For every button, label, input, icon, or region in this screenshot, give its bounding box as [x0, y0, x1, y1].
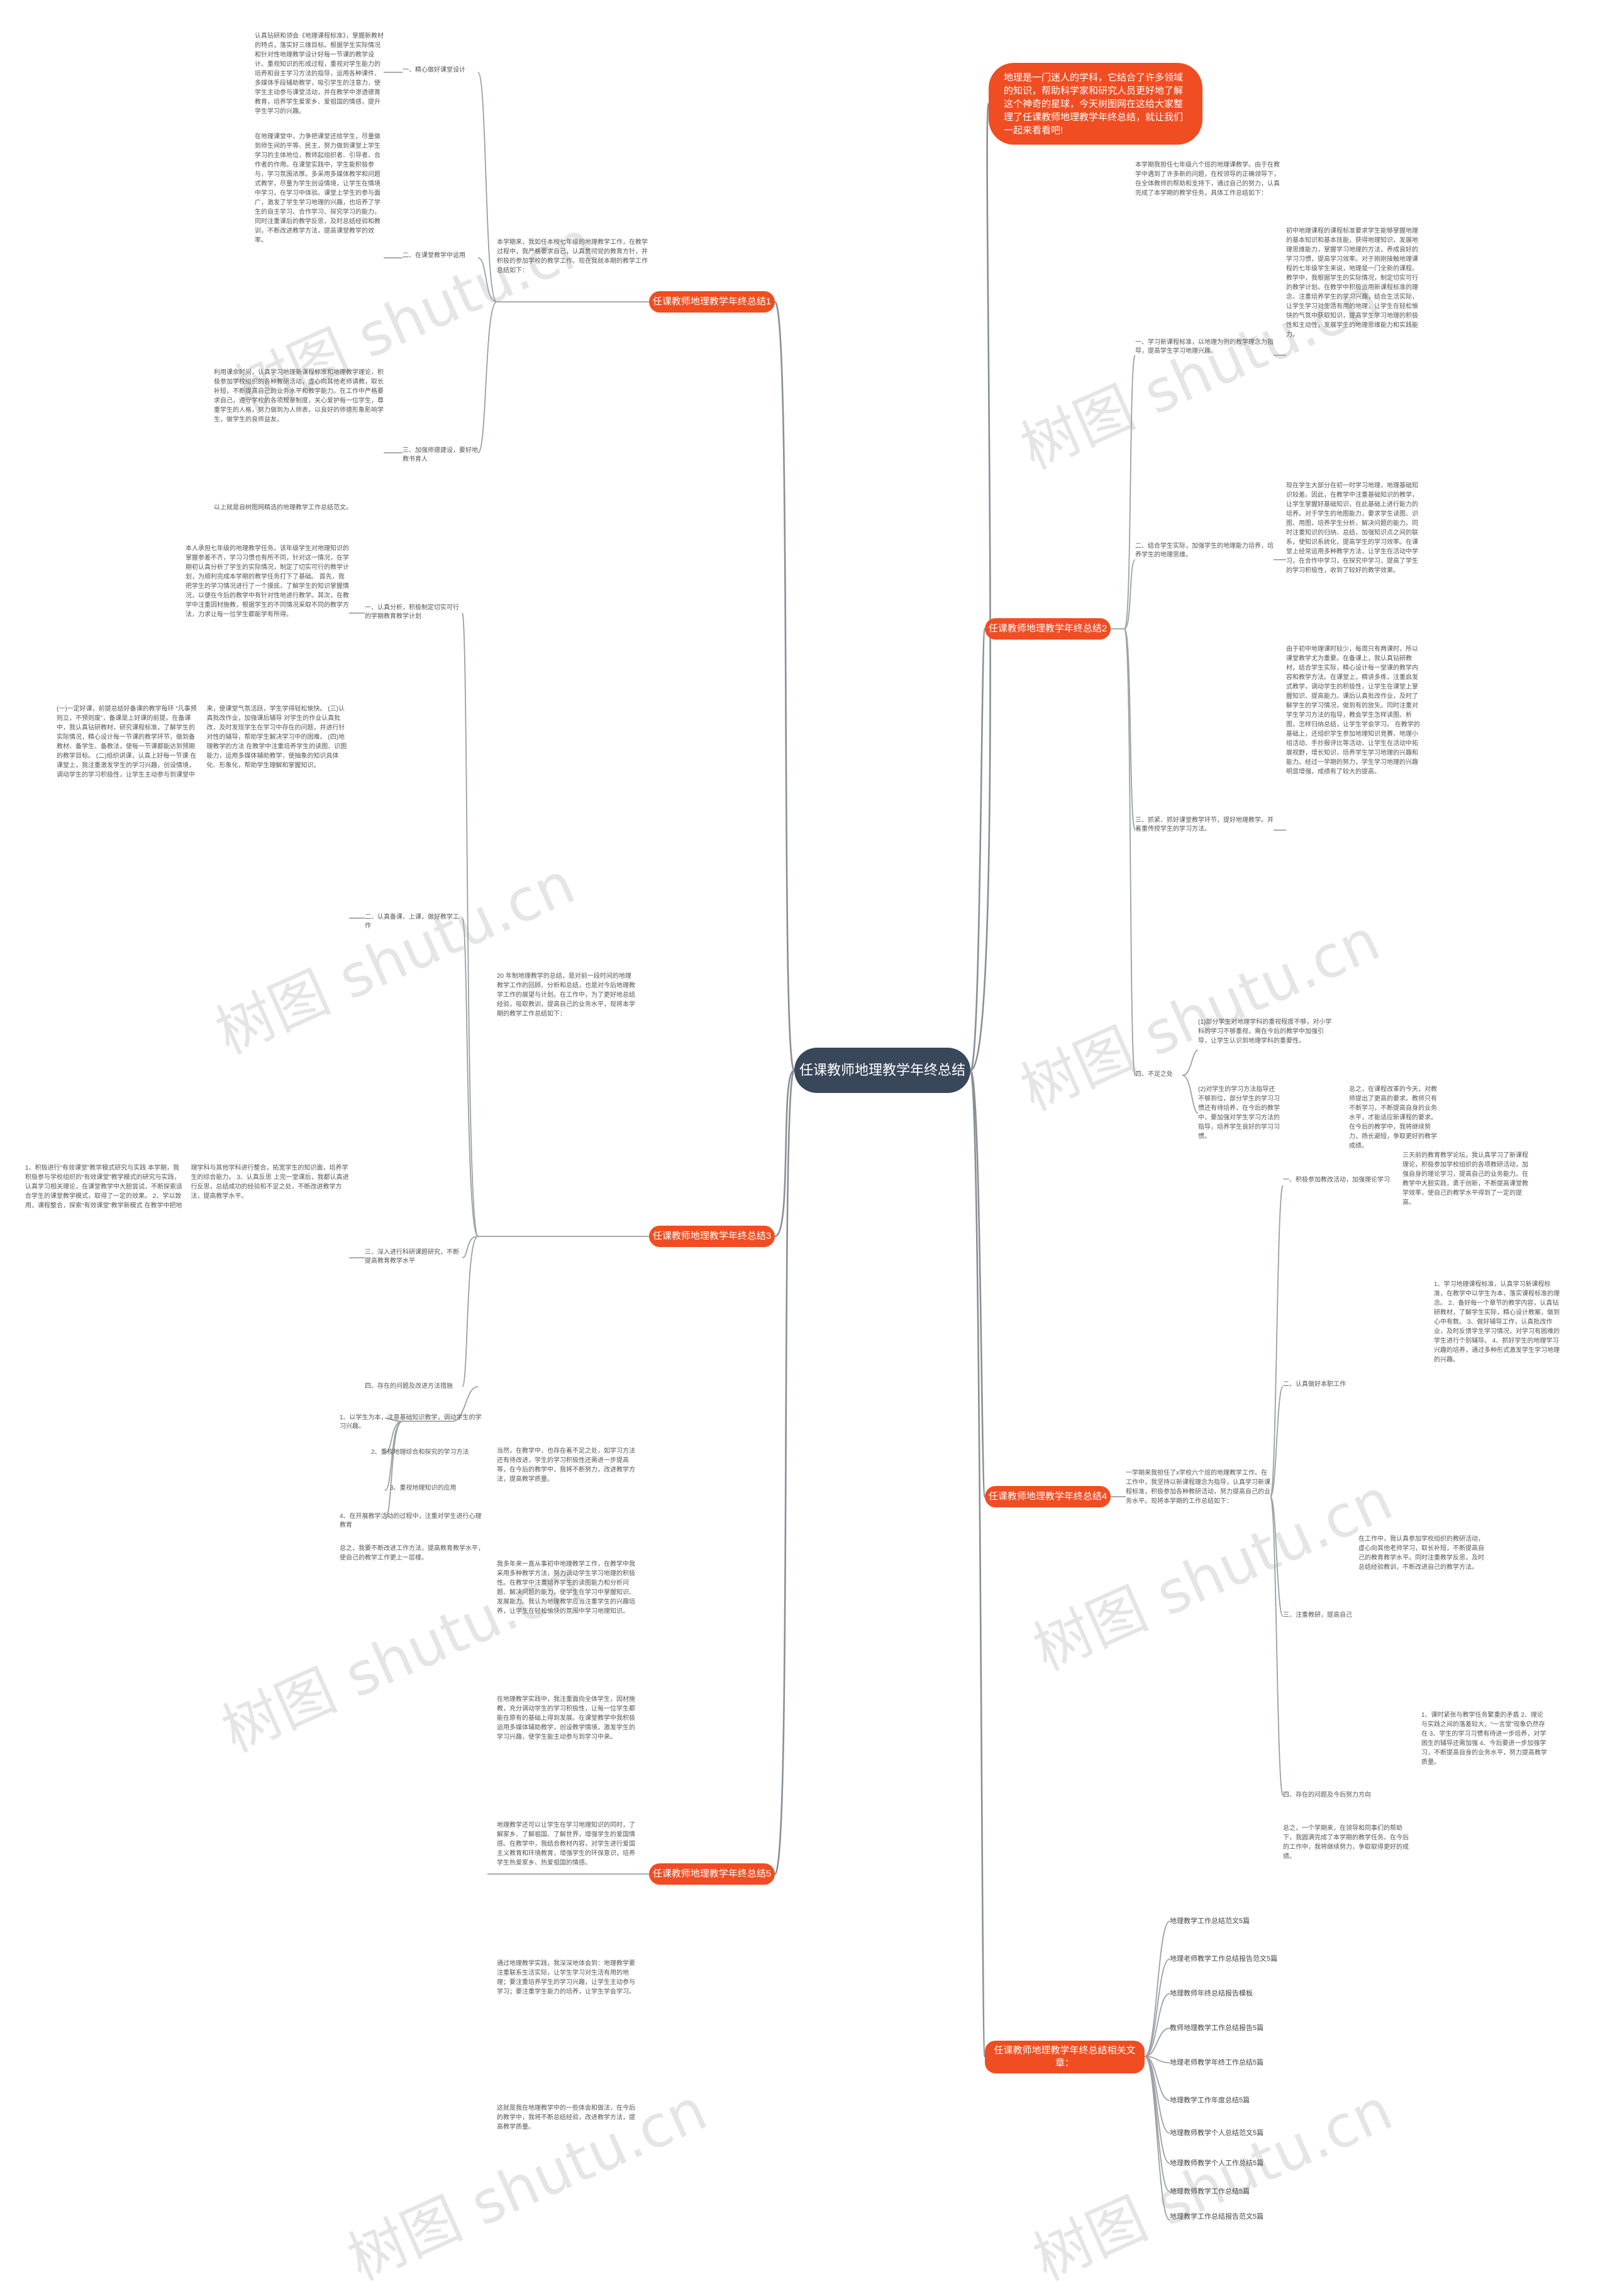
- intro-node[interactable]: 地理是一门迷人的学科，它结合了许多领域的知识，帮助科学家和研究人员更好地了解这个…: [989, 63, 1202, 145]
- root-title: 任课教师地理教学年终总结: [799, 1062, 965, 1078]
- b1-item-label: 一、精心做好课堂设计: [402, 67, 465, 74]
- b2-item-label: 二、结合学生实际，加强学生的地理能力培养，培养学生的地理思维。: [1135, 543, 1274, 558]
- b2-shortage-label: 四、不足之处: [1135, 1071, 1173, 1078]
- b3-item-label: 三、深入进行科研课题研究，不断提高教育教学水平: [365, 1249, 459, 1265]
- b3-tail-summary: 总之，我要不断改进工作方法，提高教育教学水平，使自己的教学工作更上一层楼。: [340, 1545, 484, 1561]
- related-article-link[interactable]: 地理教师教学工作总结5篇: [1170, 2188, 1250, 2195]
- related-article-link[interactable]: 地理老师教学工作总结报告范文5篇: [1170, 1955, 1278, 1963]
- b5-paragraph: 通过地理教学实践，我深深地体会到：地理教学要注重联系生活实际，让学生学习对生活有…: [497, 1960, 635, 1995]
- b5-paragraph: 在地理教学实践中，我注重面向全体学生，因材施教，充分调动学生的学习积极性，让每一…: [497, 1696, 635, 1741]
- b1-item-label: 二、在课堂教学中运用: [402, 252, 465, 259]
- root-node[interactable]: 任课教师地理教学年终总结: [794, 1048, 970, 1093]
- branch-summary-5[interactable]: 任课教师地理教学年终总结5: [649, 1863, 775, 1885]
- related-article-link[interactable]: 教师地理教学工作总结报告5篇: [1170, 2024, 1264, 2032]
- b1-item-text: 在地理课堂中，力争把课堂还给学生，尽量做到师生间的平等、民主，努力做到课堂上学生…: [255, 133, 380, 244]
- b2-shortage-c: 总之，在课程改革的今天，对教师提出了更高的要求。教师只有不断学习，不断提高自身的…: [1349, 1086, 1437, 1150]
- b2-item-text: 由于初中地理课时较少，每周只有两课时，所以课堂教学尤为重要。在备课上，我认真钻研…: [1286, 646, 1420, 775]
- related-article-link[interactable]: 地理老师教学年终工作总结5篇: [1170, 2059, 1264, 2066]
- b4-item-text: 1、学习地理课程标准，认真学习新课程标准，在教学中以学生为本，落实课程标准的理念…: [1434, 1281, 1560, 1363]
- b4-item-text: 在工作中，我认真参加学校组织的教研活动，虚心向其他老师学习，取长补短，不断提高自…: [1358, 1536, 1484, 1571]
- branch-summary-4[interactable]: 任课教师地理教学年终总结4: [985, 1486, 1111, 1507]
- b2-shortage-a: (1)部分学生对地理学科的重视程度不够，对小学科的学习不够重视，需在今后的教学中…: [1198, 1019, 1332, 1045]
- b5-paragraph: 地理教学还可以让学生在学习地理知识的同时，了解家乡、了解祖国、了解世界，增强学生…: [497, 1822, 635, 1866]
- branch-related-articles[interactable]: 任课教师地理教学年终总结相关文章：: [985, 2041, 1145, 2073]
- b3-tail-item: 3、重视地理知识的应用: [390, 1485, 457, 1492]
- b3-tail-item: 1、以学生为本，注意基础知识教学，调动学生的学习兴趣。: [340, 1414, 482, 1430]
- b4-item-text: 三天前的教育教学论坛，我认真学习了新课程理论，积极参加学校组织的各项教研活动，加…: [1402, 1152, 1528, 1206]
- b3-item-label: 四、存在的问题及改进方法措施: [365, 1383, 453, 1390]
- b3-item-text: 本人承担七年级的地理教学任务。该年级学生对地理知识的掌握参差不齐，学习习惯也有所…: [186, 545, 349, 618]
- b1-tail: 以上就是自树图网精选的地理教学工作总结范文。: [214, 504, 352, 511]
- b5-paragraph: 我多年来一直从事初中地理教学工作，在教学中我采用多种教学方法，努力调动学生学习地…: [497, 1561, 635, 1615]
- b3-intro: 20 年制地理教学的总结，是对前一段时间的地理教学工作的回顾、分析和总结，也是对…: [497, 973, 635, 1018]
- b1-item-text: 利用课余时间，认真学习地理新课程标准和地理教学理论，积极参加学校组织的各种教研活…: [214, 369, 384, 423]
- b1-item-text: 认真钻研和领会《地理课程标准》，掌握新教材的特点，落实好三维目标。根据学生实际情…: [255, 33, 384, 115]
- b2-intro: 本学期我担任七年级六个班的地理课教学。由于在教学中遇到了许多新的问题，在校领导的…: [1135, 162, 1280, 197]
- b3-item-label: 二、认真备课、上课，做好教学工作: [365, 914, 459, 929]
- b4-item-label: 三、注重教研，提高自己: [1283, 1612, 1352, 1619]
- branch-summary-2[interactable]: 任课教师地理教学年终总结2: [985, 618, 1111, 640]
- b1-item-label: 三、加强师德建设，要好地教书育人: [402, 447, 478, 463]
- related-article-link[interactable]: 地理教师年终总结报告模板: [1170, 1990, 1253, 1997]
- b2-item-label: 三、抓紧、抓好课堂教学环节，提好地理教学。并着重传授学生的学习方法。: [1135, 817, 1274, 833]
- b3-tail-item: 4、在开展教学活动的过程中，注重对学生进行心理教育: [340, 1513, 482, 1529]
- b2-shortage-b: (2)对学生的学习方法指导还不够到位，部分学生的学习习惯还有待培养，在今后的教学…: [1198, 1086, 1280, 1140]
- b4-closing: 总之，一个学期来，在领导和同事们的帮助下，我圆满完成了本学期的教学任务。在今后的…: [1283, 1825, 1409, 1860]
- related-article-link[interactable]: 地理教师教学个人总结范文5篇: [1170, 2129, 1264, 2137]
- b2-item-text: 初中地理课程的课程标准要求学生能够掌握地理的基本知识和基本技能，获得地理知识，发…: [1286, 228, 1418, 338]
- branch-summary-3[interactable]: 任课教师地理教学年终总结3: [649, 1226, 775, 1247]
- b3-tail-extra: 当然，在教学中，也存在着不足之处，如学习方法还有待改进，学生的学习积极性还需进一…: [497, 1448, 635, 1483]
- b2-item-label: 一、学习新课程标准，以地理为例的教学理念为指导，提高学生学习地理兴趣。: [1135, 339, 1274, 355]
- related-article-link[interactable]: 地理教师教学个人工作总结5篇: [1170, 2160, 1264, 2167]
- b3-item-text: (一)一定好课，前提总结好备课的教学每环 “凡事预则立，不预则废”，备课是上好课…: [57, 706, 347, 779]
- related-article-link[interactable]: 地理教学工作年度总结5篇: [1170, 2097, 1250, 2104]
- b4-item-label: 二、认真做好本职工作: [1283, 1381, 1346, 1388]
- intro-text: 地理是一门迷人的学科，它结合了许多领域的知识，帮助科学家和研究人员更好地了解这个…: [1004, 72, 1184, 136]
- branch-summary-1[interactable]: 任课教师地理教学年终总结1: [649, 291, 775, 313]
- connector-lines: [349, 72, 1286, 2221]
- b4-item-label: 四、存在的问题及今后努力方向: [1283, 1792, 1371, 1799]
- b1-intro: 本学期来，我如任本校七年级的地理教学工作，在教学过程中，我严格要求自己，认真贯彻…: [497, 239, 648, 274]
- related-article-link[interactable]: 地理教学工作总结报告范文5篇: [1170, 2213, 1264, 2221]
- b3-item-label: 一、认真分析，积极制定切实可行的学期教育教学计划: [365, 604, 459, 620]
- related-article-link[interactable]: 地理教学工作总结范文5篇: [1170, 1917, 1250, 1925]
- b5-paragraph: 这就是我在地理教学中的一些体会和做法，在今后的教学中，我将不断总结经验，改进教学…: [497, 2105, 635, 2131]
- b4-item-text: 1、课时紧张与教学任务繁重的矛盾 2、理论与实践之间的落差较大，“一言堂”现象仍…: [1421, 1712, 1547, 1766]
- b2-item-text: 现在学生大部分在初一时学习地理，地理基础知识较差。因此，在教学中注重基础知识的教…: [1286, 482, 1418, 574]
- b4-item-label: 一、积极参加教改活动，加强理论学习: [1283, 1177, 1390, 1184]
- b3-tail-item: 2、重视地理综合和探究的学习方法: [371, 1449, 469, 1456]
- b4-intro: 一学期来我担任了x学校六个班的地理教学工作。在工作中，我坚持以新课程理念为指导，…: [1126, 1470, 1270, 1505]
- b3-item-text: 1、积极进行“有效课堂”教学模式研究与实践 本学期，我积极参与学校组织的“有效课…: [25, 1165, 349, 1209]
